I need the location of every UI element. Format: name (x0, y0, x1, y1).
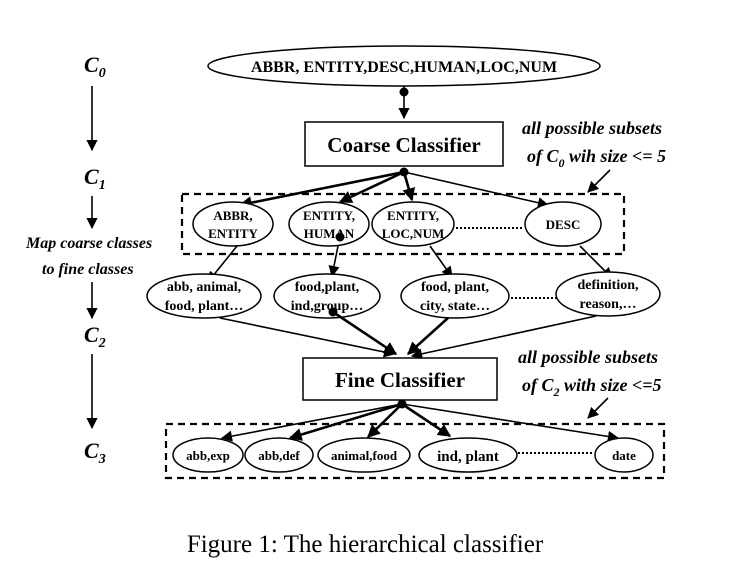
edge-fine-c3-3 (367, 403, 403, 438)
c1-subsets-box (180, 192, 626, 256)
svg-text:C1: C1 (84, 164, 106, 193)
svg-text:food, plant…: food, plant… (165, 299, 244, 314)
fine-note-pointer (587, 397, 609, 419)
level-c2-label: C2 (84, 322, 106, 351)
svg-text:food,plant,: food,plant, (295, 280, 360, 295)
coarse-classifier-box (304, 121, 504, 167)
svg-text:animal,food: animal,food (331, 448, 398, 463)
fine-classifier-box (302, 357, 498, 401)
junction-dot-top (399, 87, 409, 97)
edge-fine-c3-4 (401, 402, 452, 438)
coarse-classifier-label: Coarse Classifier (327, 133, 480, 157)
svg-text:ind,group…: ind,group… (291, 299, 364, 314)
svg-text:C2: C2 (84, 322, 106, 351)
svg-text:abb, animal,: abb, animal, (167, 280, 241, 295)
edge-coarse-c1-3 (402, 171, 416, 202)
svg-text:ABBR,: ABBR, (213, 208, 252, 223)
fine-note-line2: of C2 with size <=5 (522, 375, 662, 399)
level-c0-label: C0 (84, 52, 106, 81)
fine-classifier-label: Fine Classifier (335, 368, 465, 392)
edge-c2-2-fine (332, 310, 398, 356)
c1-node-4: DESC (524, 201, 602, 247)
c3-node-1: abb,exp (172, 437, 244, 473)
c1-node-1: ABBR, ENTITY (192, 201, 274, 247)
c2-node-3: food, plant, city, state… (400, 273, 510, 319)
map-note-line2: to fine classes (42, 261, 134, 278)
edge-fine-c3-2 (288, 402, 403, 441)
svg-text:date: date (612, 448, 636, 463)
coarse-note-line1: all possible subsets (522, 118, 662, 138)
edge-coarse-c1-4 (403, 171, 550, 209)
junction-dot-map (335, 232, 345, 242)
edge-coarse-c1-1 (238, 170, 405, 210)
svg-text:HUMAN: HUMAN (304, 226, 355, 241)
edge-c2-4-fine (410, 315, 597, 360)
coarse-note-line2: of C0 wih size <= 5 (527, 146, 666, 170)
c3-node-2: abb,def (244, 437, 314, 473)
c1-node-3: ENTITY, LOC,NUM (371, 201, 455, 247)
junction-dot-c2 (328, 307, 338, 317)
fine-note-line1: all possible subsets (518, 347, 658, 367)
c3-node-3: animal,food (317, 437, 411, 473)
edge-fine-c3-5 (401, 403, 620, 442)
svg-text:food, plant,: food, plant, (421, 280, 489, 295)
svg-text:ENTITY: ENTITY (208, 226, 258, 241)
edge-fine-c3-1 (220, 403, 403, 442)
level-c1-label: C1 (84, 164, 106, 193)
c2-node-4: definition, reason,… (555, 271, 661, 317)
svg-text:abb,def: abb,def (258, 448, 300, 463)
c2-node-1: abb, animal, food, plant… (146, 273, 262, 319)
edge-c2-3-fine (407, 317, 449, 355)
svg-text:ENTITY,: ENTITY, (387, 208, 439, 223)
c3-node-5: date (594, 437, 654, 473)
svg-text:reason,…: reason,… (580, 297, 637, 312)
svg-text:LOC,NUM: LOC,NUM (382, 226, 444, 241)
svg-text:C0: C0 (84, 52, 106, 81)
c3-node-4: ind, plant (418, 437, 518, 473)
edge-map-3 (429, 245, 453, 278)
svg-text:city, state…: city, state… (420, 299, 490, 314)
coarse-note-pointer (587, 169, 611, 193)
svg-text:C3: C3 (84, 438, 106, 467)
map-note-line1: Map coarse classes (25, 235, 152, 252)
edge-c2-1-fine (219, 317, 396, 358)
edge-map-2 (328, 245, 340, 278)
svg-text:DESC: DESC (546, 217, 581, 232)
svg-text:abb,exp: abb,exp (186, 448, 230, 463)
edge-coarse-c1-2 (338, 170, 405, 204)
top-node-label: ABBR, ENTITY,DESC,HUMAN,LOC,NUM (251, 59, 557, 76)
level-c3-label: C3 (84, 438, 106, 467)
c2-node-2: food,plant, ind,group… (273, 273, 381, 319)
svg-text:ENTITY,: ENTITY, (303, 208, 355, 223)
c1-node-2: ENTITY, HUMAN (288, 201, 370, 247)
svg-text:ind, plant: ind, plant (437, 449, 499, 465)
figure-caption: Figure 1: The hierarchical classifier (187, 531, 544, 558)
svg-text:definition,: definition, (577, 278, 638, 293)
